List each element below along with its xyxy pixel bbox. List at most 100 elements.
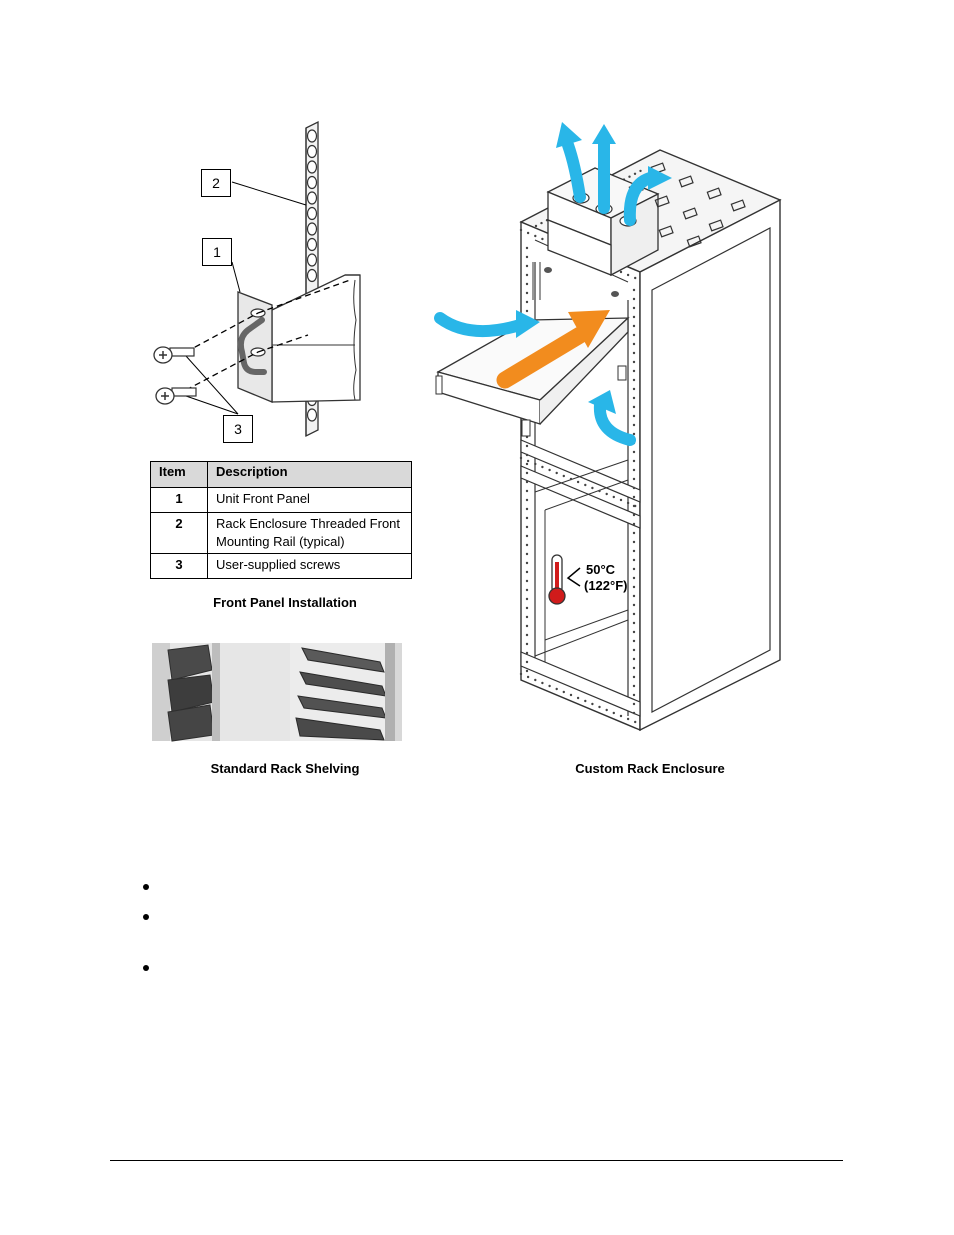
rivet xyxy=(584,483,587,487)
table-cell-item: 2 xyxy=(150,512,208,554)
rivet xyxy=(628,175,631,178)
rivet xyxy=(591,486,594,490)
rivet xyxy=(632,693,636,697)
rail-hole xyxy=(306,268,318,283)
rivet xyxy=(619,270,623,274)
rivet xyxy=(562,474,565,478)
table-row: 2 Rack Enclosure Threaded Front Mounting… xyxy=(150,512,412,554)
rivet xyxy=(634,720,637,724)
rivet xyxy=(525,282,529,286)
rivet xyxy=(526,459,530,463)
rivet xyxy=(525,264,529,268)
rivet xyxy=(632,567,636,571)
rivet xyxy=(632,396,636,400)
rivet xyxy=(632,486,636,490)
rivet xyxy=(632,711,636,715)
rivet xyxy=(632,522,636,526)
rivet xyxy=(605,708,608,712)
rivet xyxy=(632,378,636,382)
rivet xyxy=(541,681,544,685)
rivet xyxy=(525,534,529,538)
rivet xyxy=(632,315,636,319)
rivet xyxy=(525,579,529,583)
rail-hole xyxy=(306,144,318,159)
rivet xyxy=(632,549,636,553)
rivet xyxy=(632,414,636,418)
callout-2: 2 xyxy=(201,169,231,197)
table-cell-description: Unit Front Panel xyxy=(207,487,412,513)
rail-hole xyxy=(306,237,318,252)
rivet xyxy=(632,648,636,652)
rivet xyxy=(525,471,529,475)
unit-front-panel xyxy=(237,274,361,403)
rivet xyxy=(525,642,529,646)
rivet xyxy=(632,306,636,310)
rivet xyxy=(632,666,636,670)
rivet xyxy=(525,489,529,493)
rivet xyxy=(548,468,551,472)
rivet xyxy=(632,540,636,544)
items-table: Item Description 1 Unit Front Panel 2 Ra… xyxy=(150,461,412,579)
screw-icon xyxy=(155,387,197,405)
rivet xyxy=(584,699,587,703)
caption-custom-enclosure: Custom Rack Enclosure xyxy=(575,761,725,776)
rivet xyxy=(569,693,573,697)
rivet xyxy=(634,504,637,508)
rivet xyxy=(525,309,529,313)
bullet-2 xyxy=(143,914,149,920)
caption-standard-shelving: Standard Rack Shelving xyxy=(210,761,360,776)
rivet xyxy=(632,387,636,391)
airflow-arrows xyxy=(434,136,656,446)
rivet xyxy=(525,462,529,466)
table-header-row: Item Description xyxy=(150,461,412,488)
rivet xyxy=(626,717,630,721)
rivet xyxy=(525,660,529,664)
rivet xyxy=(632,675,636,679)
rivet xyxy=(598,705,601,709)
screw-icon xyxy=(153,346,195,364)
table-row: 3 User-supplied screws xyxy=(150,553,412,579)
rail-hole xyxy=(306,160,318,174)
rivet xyxy=(632,405,636,409)
rivet xyxy=(632,351,636,355)
rivet xyxy=(525,255,529,259)
rivet xyxy=(619,498,623,502)
rivet xyxy=(632,639,636,643)
rivet xyxy=(632,288,636,292)
rivet xyxy=(605,492,608,496)
rivet xyxy=(525,561,529,565)
rivet xyxy=(526,231,530,235)
rivet xyxy=(639,169,642,173)
rivet xyxy=(632,702,636,706)
rail-hole xyxy=(306,408,318,422)
rivet xyxy=(525,507,529,511)
temperature-fahrenheit: (122°F) xyxy=(584,578,628,593)
rivet xyxy=(525,552,529,556)
rivet xyxy=(548,684,551,688)
rivet xyxy=(632,468,636,472)
rivet xyxy=(525,246,529,250)
rivet xyxy=(632,459,636,463)
rivet xyxy=(576,480,580,484)
rivet xyxy=(525,606,529,610)
rivet xyxy=(525,444,529,448)
rivet xyxy=(632,495,636,499)
rivet xyxy=(632,342,636,346)
rivet xyxy=(525,480,529,484)
rivet xyxy=(632,558,636,562)
rivet xyxy=(626,273,630,277)
rivet xyxy=(591,702,594,706)
table-cell-description: Rack Enclosure Threaded Front Mounting R… xyxy=(207,512,412,554)
rivet xyxy=(619,714,623,718)
rivet xyxy=(632,450,636,454)
rivet xyxy=(632,432,636,436)
rivet xyxy=(525,615,529,619)
rivet xyxy=(632,531,636,535)
rivet xyxy=(519,672,523,676)
airflow-arrowheads xyxy=(516,122,672,414)
rivet xyxy=(555,471,558,475)
rivet xyxy=(525,597,529,601)
